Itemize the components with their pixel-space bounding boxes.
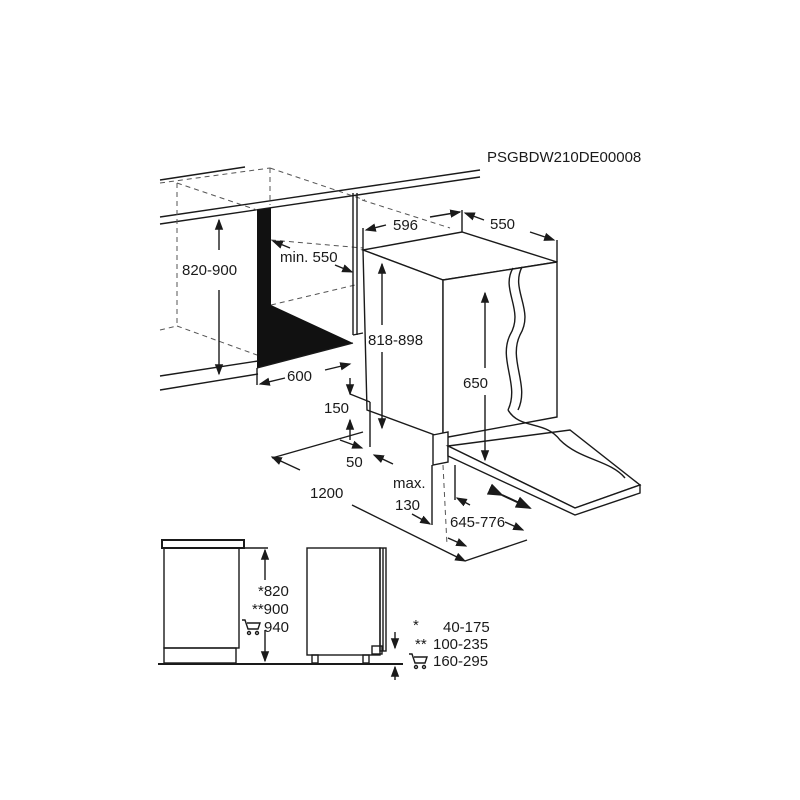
arrow: [411, 513, 432, 525]
dim-door-open-depth: 1200: [310, 485, 343, 502]
dim-plinth-clearance: 150: [324, 400, 349, 417]
arrow: [372, 454, 394, 465]
cabinet-side-view: [158, 539, 403, 665]
dim-niche-width: 600: [287, 368, 312, 385]
dim-appliance-depth: 550: [490, 216, 515, 233]
dim-appliance-height: 818-898: [368, 332, 423, 349]
height-820: *820: [258, 583, 289, 600]
dim-appliance-width: 596: [393, 217, 418, 234]
arrow: [334, 264, 354, 273]
shopping-cart-icon: [409, 653, 428, 670]
arrow: [455, 497, 471, 507]
arrow: [271, 240, 291, 249]
dishwasher-body: [360, 231, 558, 466]
plinth-range-3: 160-295: [433, 653, 488, 670]
product-code: PSGBDW210DE00008: [487, 149, 641, 166]
shopping-cart-icon: [242, 619, 261, 636]
arrow: [270, 456, 301, 471]
height-900: **900: [252, 601, 289, 618]
dim-plinth-range: 645-776: [450, 514, 505, 531]
arrow: [364, 223, 387, 232]
open-door: [445, 409, 642, 516]
side-panel: [352, 193, 364, 336]
dim-max-value: 130: [395, 497, 420, 514]
arrow: [529, 231, 556, 241]
arrow: [463, 212, 485, 221]
plinth-range-2: 100-235: [433, 636, 488, 653]
countertop: [159, 166, 481, 225]
slide-arrow: [486, 483, 532, 509]
cabinet-outline-dashed: [159, 167, 451, 356]
height-940: 940: [264, 619, 289, 636]
arrow: [447, 537, 468, 547]
floor: [159, 342, 354, 391]
arrow: [504, 521, 525, 531]
dim-door-height: 650: [463, 375, 488, 392]
arrow: [351, 504, 467, 562]
plinth-range-1: 40-175: [443, 619, 490, 636]
appliance-side-view: [306, 547, 387, 664]
dim-min-depth: min. 550: [280, 249, 338, 266]
arrow: [429, 209, 462, 218]
niche-shape: [257, 208, 353, 368]
dim-niche-height: 820-900: [182, 262, 237, 279]
arrow: [339, 439, 364, 449]
plinth-mark-1: *: [413, 617, 419, 634]
dim-gap: 50: [346, 454, 363, 471]
dim-max-label: max.: [393, 475, 426, 492]
arrow: [324, 362, 352, 371]
plinth-mark-2: **: [415, 636, 427, 653]
arrow: [258, 377, 286, 386]
